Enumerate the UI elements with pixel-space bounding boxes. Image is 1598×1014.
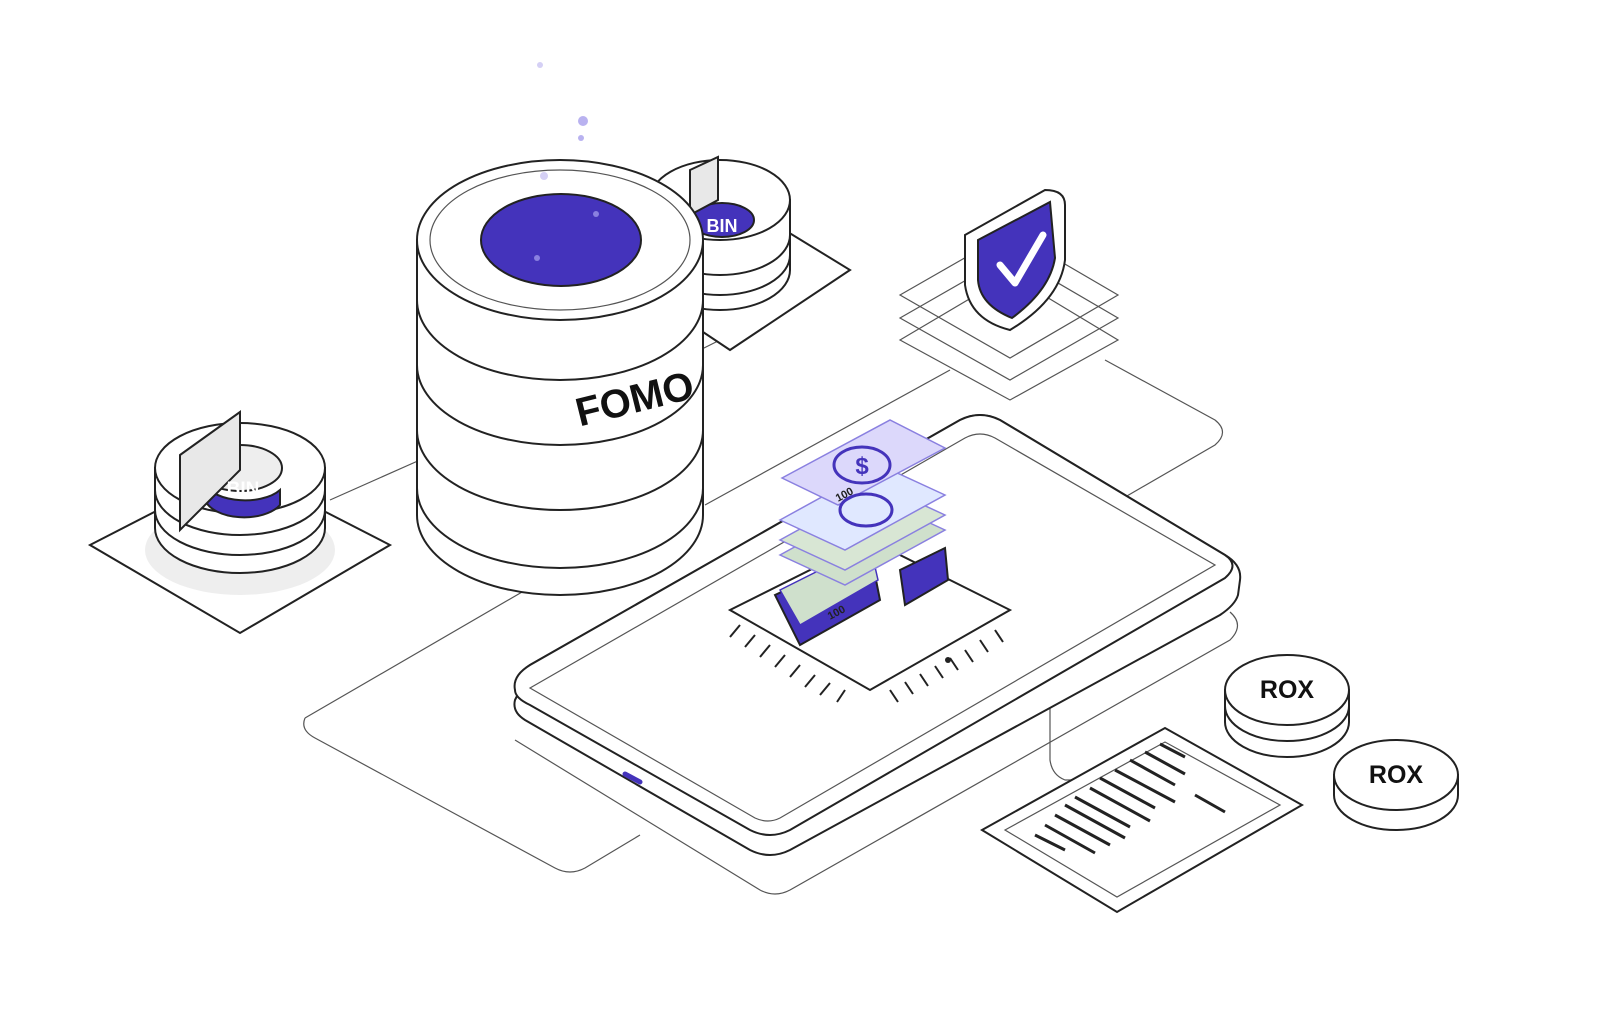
coin-label: ROX <box>1369 761 1424 789</box>
document-sheet <box>980 726 1305 914</box>
security-shield <box>898 188 1120 401</box>
checkmark-icon <box>996 231 1047 287</box>
donut-label: BIN <box>227 479 260 500</box>
coin: ROX <box>1224 654 1350 758</box>
coin-label: ROX <box>1260 676 1315 704</box>
banknote-stack: $ 100 100 <box>773 419 950 647</box>
donut-label: BIN <box>707 216 738 236</box>
database-cylinder: FOMO <box>416 62 704 596</box>
coin: ROX <box>1333 739 1459 831</box>
dollar-icon: $ <box>855 453 869 480</box>
donut-chart-left: BIN <box>87 410 393 635</box>
